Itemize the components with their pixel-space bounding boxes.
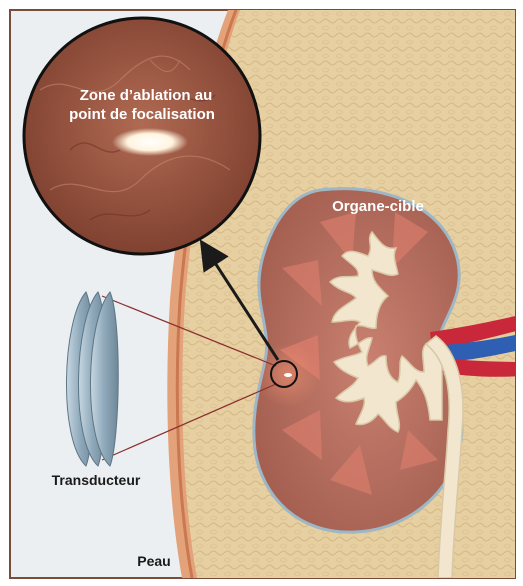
transducer — [66, 292, 118, 466]
focal-point — [284, 373, 292, 377]
organ-label: Organe-cible — [332, 198, 424, 215]
transducer-label: Transducteur — [52, 472, 141, 488]
ablation-label-line1: Zone d’ablation au — [80, 87, 213, 104]
ablation-hotspot — [112, 128, 188, 156]
zoom-inset — [24, 18, 260, 254]
ablation-label-line2: point de focalisation — [69, 106, 215, 123]
skin-label: Peau — [137, 553, 170, 569]
